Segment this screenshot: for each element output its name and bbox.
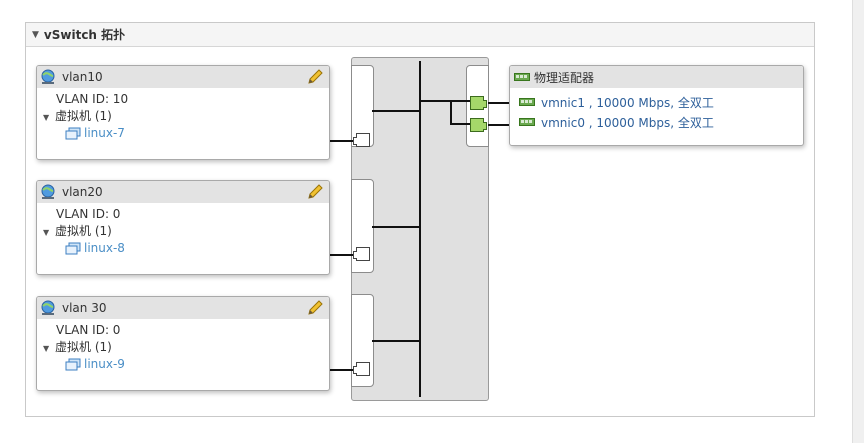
vm-icon <box>65 242 81 254</box>
nic-row[interactable]: vmnic1 , 10000 Mbps, 全双工 <box>510 92 803 112</box>
physical-adapters-header: 物理适配器 <box>510 66 803 88</box>
caret-down-icon[interactable]: ▼ <box>43 113 50 122</box>
portgroup-card: vlan10 VLAN ID: 10 ▼ 虚拟机 (1) linux-7 <box>36 65 330 160</box>
caret-down-icon[interactable]: ▼ <box>43 228 50 237</box>
switch-port-icon <box>353 362 370 376</box>
connection-line <box>372 340 420 342</box>
portgroup-card: vlan 30 VLAN ID: 0 ▼ 虚拟机 (1) linux-9 <box>36 296 330 391</box>
portgroup-header: vlan20 <box>37 181 329 203</box>
caret-down-icon[interactable]: ▼ <box>32 29 39 40</box>
connection-line <box>488 102 510 104</box>
vm-icon <box>65 127 81 139</box>
pencil-icon[interactable] <box>307 184 323 200</box>
vm-icon <box>65 358 81 370</box>
portgroup-name[interactable]: vlan20 <box>62 185 103 199</box>
vm-section-toggle[interactable]: ▼ 虚拟机 (1) <box>37 339 329 356</box>
vm-link[interactable]: linux-7 <box>84 126 125 140</box>
connection-line <box>488 124 510 126</box>
switch-port-icon <box>353 247 370 261</box>
portgroup-name[interactable]: vlan10 <box>62 70 103 84</box>
physical-adapters-title: 物理适配器 <box>534 70 595 85</box>
connection-line <box>330 140 355 142</box>
vm-section-label: 虚拟机 (1) <box>55 340 112 354</box>
caret-down-icon[interactable]: ▼ <box>43 344 50 353</box>
vlan-id-label: VLAN ID: 10 <box>56 92 129 106</box>
panel-header[interactable]: ▼ vSwitch 拓扑 <box>26 23 814 47</box>
vlan-id-label: VLAN ID: 0 <box>56 323 121 337</box>
connection-line <box>372 226 420 228</box>
pencil-icon[interactable] <box>307 300 323 316</box>
connection-line <box>420 100 470 102</box>
physical-adapters-card: 物理适配器 vmnic1 , 10000 Mbps, 全双工 vmnic0 , … <box>509 65 804 146</box>
portgroup-card: vlan20 VLAN ID: 0 ▼ 虚拟机 (1) linux-8 <box>36 180 330 275</box>
portgroup-name[interactable]: vlan 30 <box>62 301 107 315</box>
vm-list-item[interactable]: linux-8 <box>37 240 329 257</box>
nic-card-icon <box>514 73 530 81</box>
connection-line <box>450 123 470 125</box>
vlan-id-label: VLAN ID: 0 <box>56 207 121 221</box>
connection-line <box>450 100 452 125</box>
nic-row[interactable]: vmnic0 , 10000 Mbps, 全双工 <box>510 112 803 132</box>
nic-card-icon <box>519 118 535 126</box>
portgroup-globe-icon <box>41 69 55 84</box>
nic-link[interactable]: vmnic1 , 10000 Mbps, 全双工 <box>541 95 714 110</box>
switch-port-icon <box>353 133 370 147</box>
vm-link[interactable]: linux-9 <box>84 357 125 371</box>
switch-bus-line <box>419 61 421 397</box>
portgroup-header: vlan 30 <box>37 297 329 319</box>
connection-line <box>330 254 355 256</box>
portgroup-globe-icon <box>41 300 55 315</box>
switch-port-icon <box>470 118 487 132</box>
vm-section-label: 虚拟机 (1) <box>55 109 112 123</box>
vm-list-item[interactable]: linux-9 <box>37 356 329 373</box>
nic-link[interactable]: vmnic0 , 10000 Mbps, 全双工 <box>541 115 714 130</box>
connection-line <box>330 369 355 371</box>
vm-section-label: 虚拟机 (1) <box>55 224 112 238</box>
pencil-icon[interactable] <box>307 69 323 85</box>
portgroup-globe-icon <box>41 184 55 199</box>
vm-section-toggle[interactable]: ▼ 虚拟机 (1) <box>37 223 329 240</box>
nic-card-icon <box>519 98 535 106</box>
vm-list-item[interactable]: linux-7 <box>37 125 329 142</box>
scrollbar[interactable] <box>852 0 864 443</box>
connection-line <box>372 110 420 112</box>
vm-section-toggle[interactable]: ▼ 虚拟机 (1) <box>37 108 329 125</box>
switch-port-icon <box>470 96 487 110</box>
portgroup-header: vlan10 <box>37 66 329 88</box>
vm-link[interactable]: linux-8 <box>84 241 125 255</box>
panel-title: vSwitch 拓扑 <box>43 28 126 42</box>
